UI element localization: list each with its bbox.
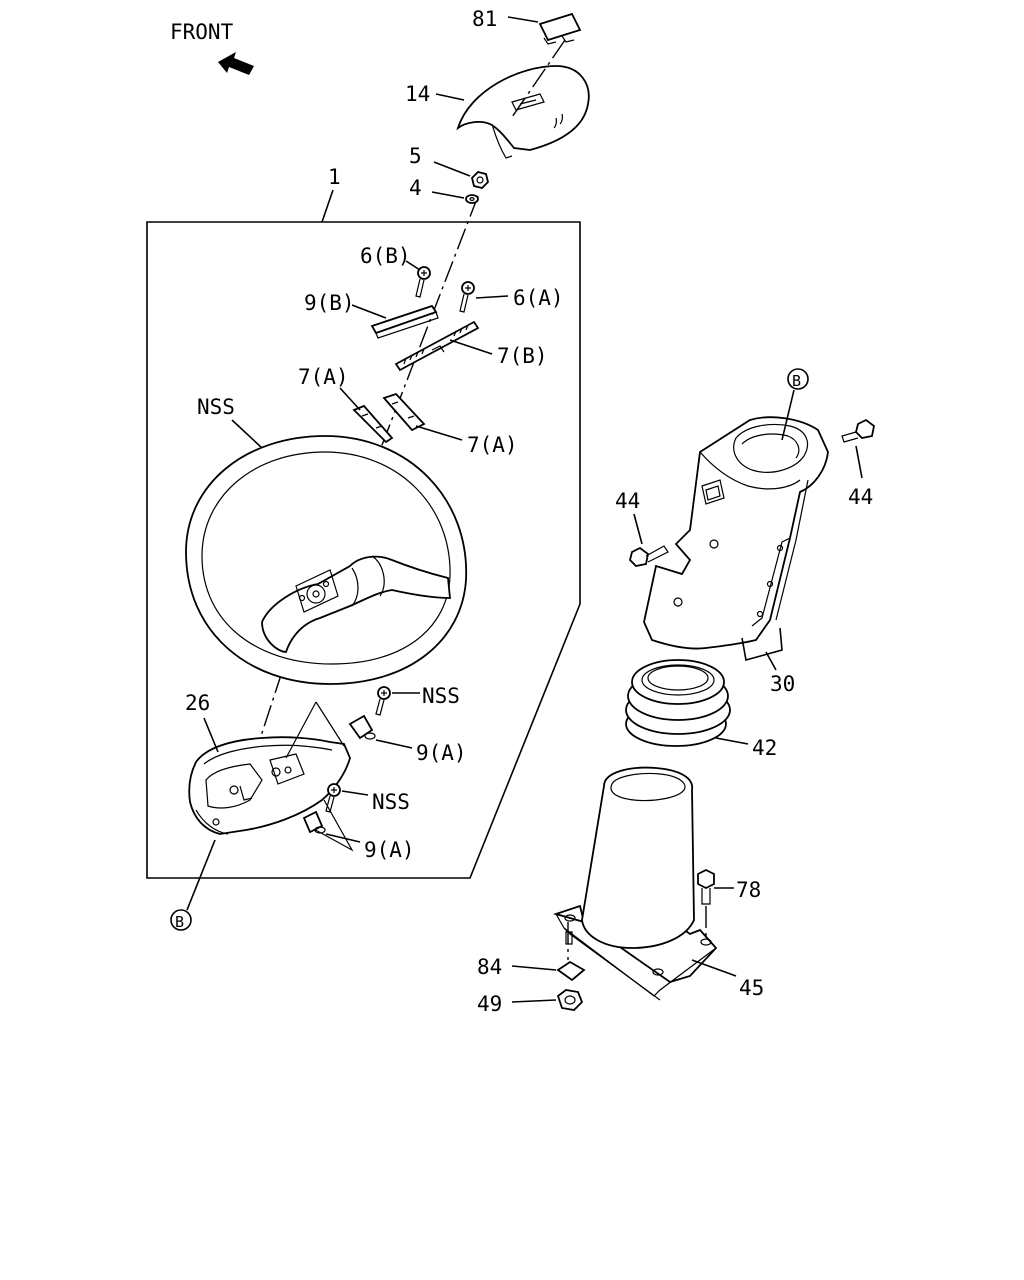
callout-1: 1 [328,165,341,189]
leader-5 [433,161,471,177]
part-7a-right-bracket [382,392,426,432]
leader-9b [351,304,387,319]
callout-7a-right: 7(A) [467,433,518,457]
part-nss-lower-screw [325,783,341,813]
leader-ref-b-bottom [186,839,216,911]
leader-81 [507,16,539,23]
callout-49: 49 [477,992,502,1016]
part-9a-lower-plate [302,810,326,834]
leader-ref-b-cover [781,389,795,441]
leader-44-left [633,513,643,545]
leader-30 [765,651,777,671]
callout-nss-lower: NSS [372,790,410,814]
leader-4 [431,191,465,199]
leader-9a-lower [325,833,361,843]
leader-nss-wheel [231,419,263,449]
part-42-bellows-boot [625,659,731,747]
callout-14: 14 [405,82,430,106]
callout-42: 42 [752,736,777,760]
part-49-nut [556,989,584,1011]
ref-b-cover-letter: B [792,372,801,390]
callout-nss-upper: NSS [422,684,460,708]
callout-6a: 6(A) [513,286,564,310]
leader-26 [203,717,219,753]
callout-9a-upper: 9(A) [416,741,467,765]
callout-4: 4 [409,176,422,200]
part-9a-upper-plate [348,714,376,740]
guide-30 [741,627,783,662]
leader-7a-left [339,387,361,411]
callout-45: 45 [739,976,764,1000]
part-26-lower-cover [188,736,351,835]
leader-45 [691,959,737,977]
callout-5: 5 [409,144,422,168]
part-7a-left-bracket [352,404,394,444]
assembly-1-frame [146,221,581,879]
callout-9a-lower: 9(A) [364,838,415,862]
ref-b-cover-marker [787,368,809,390]
callout-44-right: 44 [848,485,873,509]
callout-30: 30 [770,672,795,696]
part-81-clip [538,12,582,45]
part-9b-plate [370,304,439,339]
leader-44-right [855,445,863,479]
part-45-column-base [552,766,718,1001]
callout-78: 78 [736,878,761,902]
guide-9a-lower [311,799,354,852]
part-6b-screw [415,266,431,298]
leader-1 [321,189,334,223]
callout-26: 26 [185,691,210,715]
part-44-right-screw [841,418,875,443]
leader-9a-upper [375,739,413,749]
leader-42 [715,737,749,745]
leader-7b [449,339,493,355]
part-78-bolt [697,868,715,940]
axis-cover [509,39,566,121]
part-6a-screw [459,281,475,313]
ref-b-bottom-marker [170,909,192,931]
leader-6a [475,295,509,299]
callout-7a-left: 7(A) [298,365,349,389]
leader-6b [405,260,421,271]
front-label: FRONT [170,20,234,44]
callout-44-left: 44 [615,489,640,513]
part-44-left-screw [629,545,669,567]
callout-7b: 7(B) [497,344,548,368]
part-5-nut [471,171,489,189]
leader-84 [511,965,557,971]
callout-9b: 9(B) [304,291,355,315]
callout-6b: 6(B) [360,244,411,268]
ref-b-bottom-letter: B [175,913,184,931]
guide-9a-upper [285,701,345,759]
part-nss-upper-screw [375,686,391,716]
steering-wheel [185,435,467,685]
leader-49 [511,999,557,1003]
part-14-horn-cover [456,65,590,159]
front-arrow-icon [218,52,254,75]
leader-nss-lower [341,790,369,796]
leader-14 [435,93,465,101]
callout-84: 84 [477,955,502,979]
part-4-washer [465,194,479,204]
leader-7a-right [415,425,463,441]
part-30-column-cover [643,416,829,650]
part-84-square-washer [556,931,586,982]
callout-nss-wheel: NSS [197,395,235,419]
callout-81: 81 [472,7,497,31]
part-7b-spring-clip [394,320,480,372]
